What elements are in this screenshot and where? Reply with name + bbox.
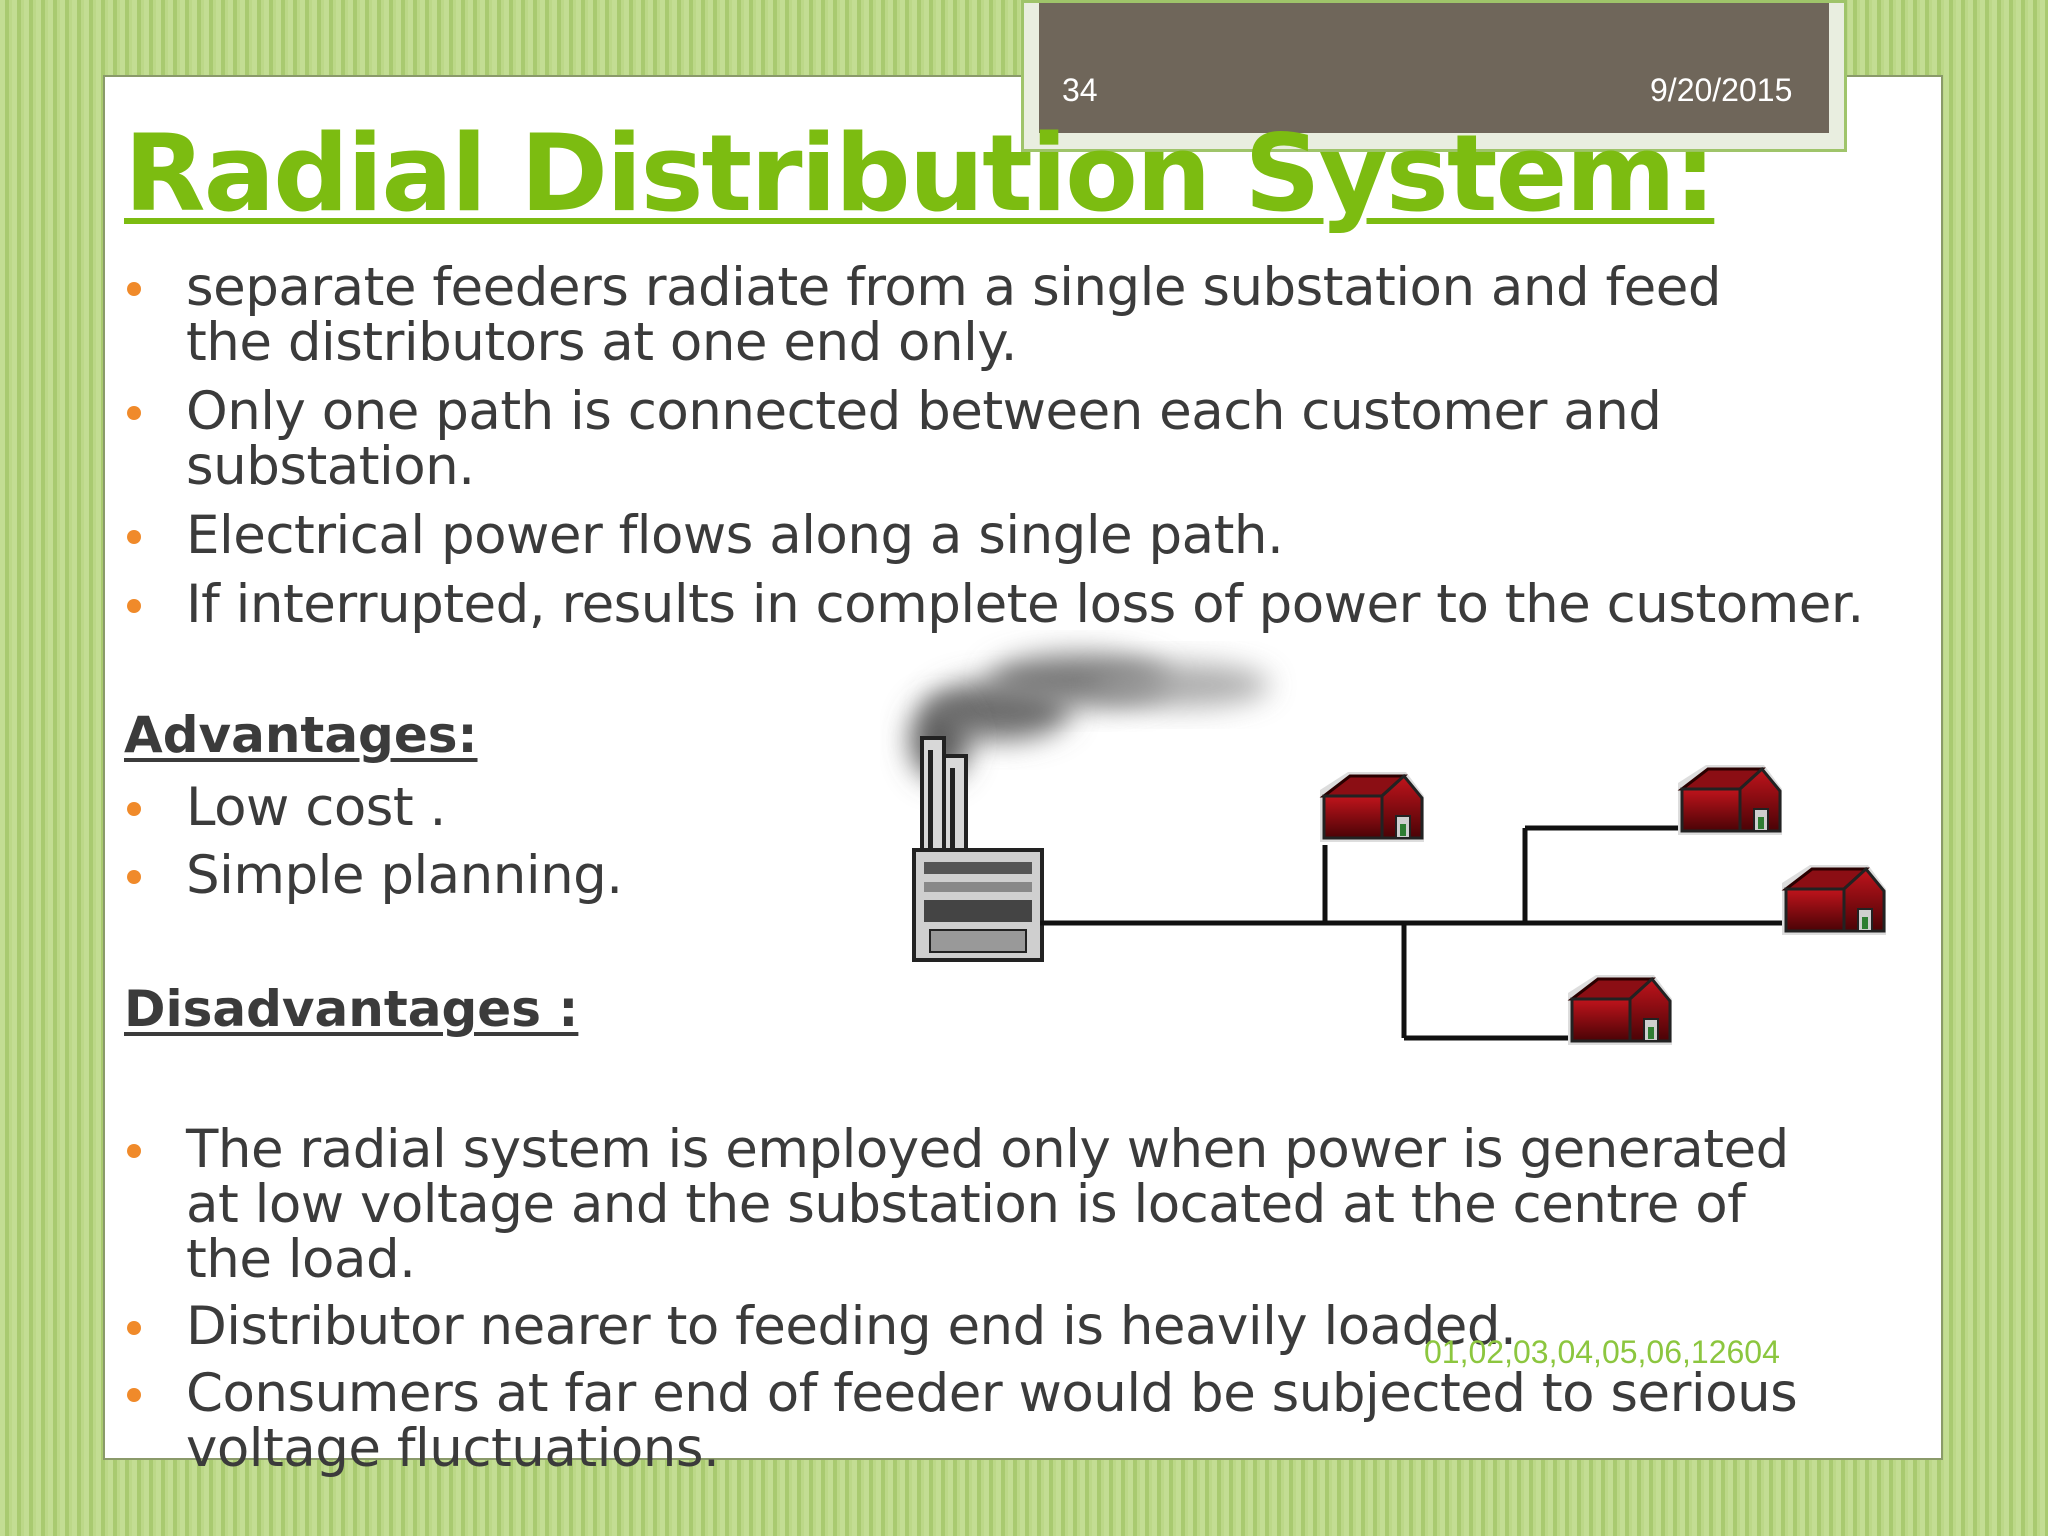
bullet-line: Simple planning.: [186, 845, 623, 906]
bullet-dot-icon: [127, 282, 141, 296]
disadvantage-item: Consumers at far end of feeder would be …: [124, 1363, 1798, 1479]
slide-header-bar: [1039, 3, 1829, 133]
bullet-dot-icon: [127, 870, 141, 884]
disadvantages-list: The radial system is employed only when …: [124, 1122, 1798, 1488]
advantage-item: Low cost .: [124, 780, 623, 835]
intro-bullet-list: separate feeders radiate from a single s…: [124, 260, 1864, 646]
bullet-dot-icon: [127, 1144, 141, 1158]
house-icon: [1676, 763, 1784, 837]
house-icon: [1318, 770, 1426, 844]
disadvantage-item: Distributor nearer to feeding end is hea…: [124, 1299, 1797, 1354]
bullet-item: Only one path is connected between each …: [124, 384, 1864, 494]
bullet-dot-icon: [127, 1388, 141, 1402]
bullet-line: substation.: [186, 436, 475, 497]
bullet-line: The radial system is employed only when …: [186, 1119, 1789, 1180]
bullet-line: Distributor nearer to feeding end is hea…: [186, 1296, 1517, 1357]
bullet-dot-icon: [127, 599, 141, 613]
bullet-item: Electrical power flows along a single pa…: [124, 508, 1864, 563]
slide-date: 9/20/2015: [1650, 72, 1793, 108]
bullet-line: separate feeders radiate from a single s…: [186, 257, 1722, 318]
bullet-line: Low cost .: [186, 777, 446, 838]
house-icon: [1566, 973, 1674, 1047]
slide-canvas: [103, 75, 1943, 1460]
feeder-lines: [1040, 825, 1880, 1041]
bullet-dot-icon: [127, 530, 141, 544]
house-icon: [1780, 863, 1888, 937]
bullet-dot-icon: [127, 1321, 141, 1335]
slide-title: Radial Distribution System:: [124, 112, 1716, 235]
radial-distribution-diagram: [910, 654, 1888, 1047]
bullet-line: Consumers at far end of feeder would be …: [186, 1363, 1798, 1424]
bullet-line: If interrupted, results in complete loss…: [186, 574, 1864, 635]
disadvantages-heading: Disadvantages :: [124, 980, 579, 1038]
advantages-list: Low cost . Simple planning.: [124, 780, 623, 916]
bullet-item: separate feeders radiate from a single s…: [124, 260, 1864, 370]
bullet-line: the load.: [186, 1229, 416, 1290]
slide-number: 34: [1062, 72, 1098, 108]
factory-substation-icon: [912, 736, 1044, 962]
bullet-line: Electrical power flows along a single pa…: [186, 505, 1284, 566]
slide-header-tab: [1021, 0, 1847, 152]
bullet-line: voltage fluctuations.: [186, 1418, 720, 1479]
advantages-heading: Advantages:: [124, 706, 478, 764]
footer-code: 01,02,03,04,05,06,12604: [1424, 1334, 1780, 1370]
bullet-dot-icon: [127, 802, 141, 816]
disadvantage-item: The radial system is employed only when …: [124, 1122, 1797, 1287]
bullet-line: at low voltage and the substation is loc…: [186, 1174, 1746, 1235]
bullet-item: If interrupted, results in complete loss…: [124, 577, 1864, 632]
bullet-line: Only one path is connected between each …: [186, 381, 1662, 442]
bullet-dot-icon: [127, 406, 141, 420]
advantage-item: Simple planning.: [124, 848, 623, 903]
bullet-line: the distributors at one end only.: [186, 312, 1017, 373]
